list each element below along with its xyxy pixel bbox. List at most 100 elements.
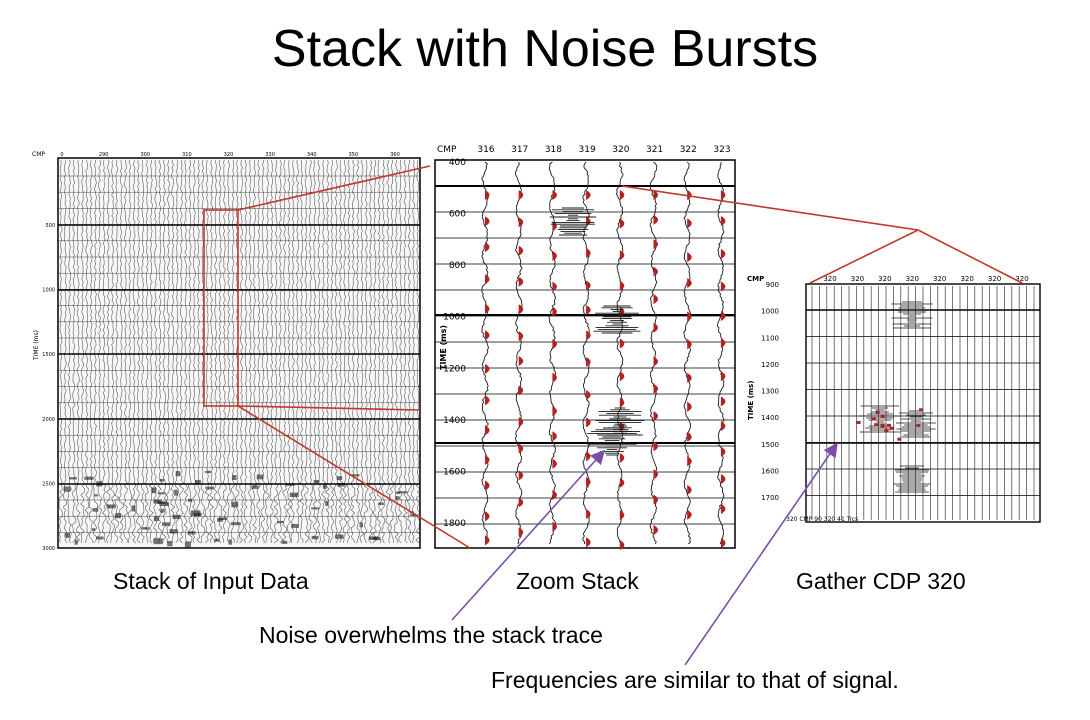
seismic-trace — [75, 159, 81, 544]
tick-label: 900 — [766, 281, 779, 289]
trace-peak — [619, 250, 625, 261]
tick-label: 320 — [988, 275, 1001, 283]
tick-label: 323 — [713, 145, 730, 155]
tick-label: 300 — [140, 152, 150, 158]
zoom-stack-caption: Zoom Stack — [516, 568, 639, 594]
trace-peak — [485, 274, 490, 285]
trace-peak — [552, 372, 557, 383]
gather-footer-text: 320 CMP 90 320 41 Trcs — [786, 516, 858, 523]
tick-label: 1500 — [761, 441, 779, 449]
seismic-trace — [243, 159, 248, 544]
trace-peak — [916, 424, 921, 428]
noise-blob — [64, 532, 70, 538]
trace-peak — [720, 371, 726, 382]
trace-peak — [687, 372, 692, 383]
seismic-trace — [411, 159, 416, 544]
trace-peak — [518, 497, 524, 508]
noise-blob — [187, 498, 193, 502]
seismic-trace — [359, 159, 365, 544]
trace-peak — [720, 396, 726, 407]
trace-peak — [552, 339, 557, 350]
seismic-trace — [265, 159, 270, 544]
trace-peak — [518, 304, 524, 315]
trace-peak — [880, 414, 885, 418]
noise-blob — [141, 527, 150, 530]
trace-peak — [485, 330, 490, 341]
tick-label: 360 — [390, 152, 400, 158]
trace-peak — [552, 406, 557, 417]
trace-peak — [586, 537, 591, 548]
input-stack-frame — [57, 157, 421, 549]
seismic-trace — [273, 159, 279, 544]
stack-trace — [481, 161, 489, 545]
trace-peak — [720, 446, 726, 457]
trace-peak — [619, 397, 625, 408]
noise-blob — [291, 523, 299, 528]
trace-peak — [619, 190, 625, 200]
seismic-trace — [209, 159, 214, 544]
trace-peak — [653, 524, 658, 535]
tick-label: 1800 — [443, 519, 466, 529]
noise-blob — [213, 538, 220, 542]
noise-blob — [231, 475, 237, 481]
tick-label: 320 — [1015, 275, 1028, 283]
trace-peak — [720, 190, 726, 200]
tick-label: 340 — [307, 152, 317, 158]
noise-blob — [398, 491, 408, 494]
input-stack-timing-lines — [58, 175, 420, 533]
trace-peak — [485, 190, 490, 200]
trace-peak — [518, 331, 524, 342]
zoom-stack-traces — [481, 161, 726, 550]
callout-line-trace — [621, 185, 919, 231]
tick-label: 322 — [680, 145, 697, 155]
tick-label: 1500 — [42, 352, 55, 358]
noise-blob — [230, 522, 241, 526]
seismic-trace — [308, 159, 313, 544]
tick-label: 1600 — [443, 467, 466, 477]
seismic-trace — [162, 159, 167, 544]
trace-peak — [720, 248, 726, 259]
tick-label: 1700 — [761, 494, 779, 502]
seismic-trace — [398, 159, 403, 544]
trace-peak — [552, 431, 557, 442]
noise-blob — [228, 539, 233, 545]
noise-blob — [190, 510, 201, 516]
seismic-trace — [178, 159, 184, 544]
noise-blob — [205, 486, 215, 490]
noise-blob — [369, 537, 378, 540]
gather-caption: Gather CDP 320 — [796, 568, 966, 594]
noise-blob — [153, 538, 163, 545]
stack-trace — [717, 161, 725, 545]
trace-peak — [884, 428, 889, 432]
zoom-time-axis-label: TIME (ms) — [439, 325, 448, 370]
trace-peak — [889, 426, 894, 430]
tick-label: 290 — [99, 152, 109, 158]
trace-peak — [687, 277, 692, 288]
seismic-trace — [346, 159, 352, 544]
noise-blob — [350, 474, 360, 477]
trace-peak — [485, 454, 490, 465]
trace-peak — [485, 303, 490, 314]
noise-blob — [159, 501, 169, 507]
noise-blob — [313, 480, 320, 483]
tick-label: 600 — [449, 210, 466, 220]
tick-label: 0 — [60, 152, 63, 158]
trace-peak — [586, 357, 591, 368]
trace-peak — [687, 339, 692, 350]
trace-peak — [886, 423, 891, 427]
trace-peak — [619, 509, 625, 520]
seismic-trace — [251, 159, 257, 544]
tick-label: 316 — [477, 145, 494, 155]
input-cmp-header: CMP — [32, 151, 45, 158]
trace-peak — [897, 437, 902, 441]
seismic-trace — [127, 159, 133, 544]
trace-peak — [619, 452, 625, 463]
trace-peak — [653, 266, 658, 277]
gather-cmp-header: CMP — [747, 275, 764, 283]
noise-blob — [91, 528, 96, 531]
gather-traces — [811, 286, 1035, 520]
tick-label: 1400 — [443, 416, 466, 426]
seismic-trace — [363, 159, 369, 544]
